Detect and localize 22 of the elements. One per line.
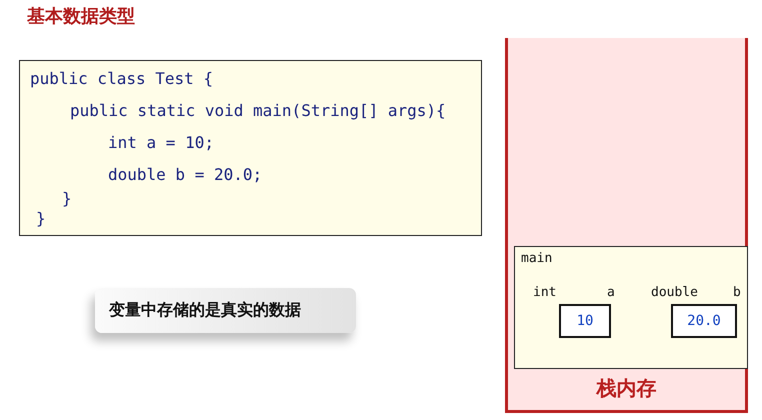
value-box <box>559 304 611 338</box>
title: 基本数据类型 <box>27 5 135 28</box>
code-line: public static void main(String[] args){ <box>70 101 446 120</box>
note-box <box>95 288 356 333</box>
code-line: } <box>36 209 46 228</box>
type-label: int <box>533 285 556 300</box>
note-text: 变量中存储的是真实的数据 <box>108 299 302 321</box>
code-line: double b = 20.0; <box>108 165 262 184</box>
type-label: double <box>651 285 698 300</box>
value-text: 20.0 <box>686 312 722 331</box>
variable-label: a <box>607 285 615 300</box>
stack-memory-panel <box>505 38 748 413</box>
code-line: int a = 10; <box>108 133 214 152</box>
frame-label: main <box>521 251 552 266</box>
value-box <box>671 304 737 338</box>
code-line: public class Test { <box>30 69 214 88</box>
stack-label: 栈内存 <box>594 375 658 402</box>
code-box <box>19 60 482 236</box>
method-frame <box>514 246 748 369</box>
value-text: 10 <box>576 312 594 331</box>
variable-label: b <box>733 285 741 300</box>
code-line: } <box>62 189 72 208</box>
